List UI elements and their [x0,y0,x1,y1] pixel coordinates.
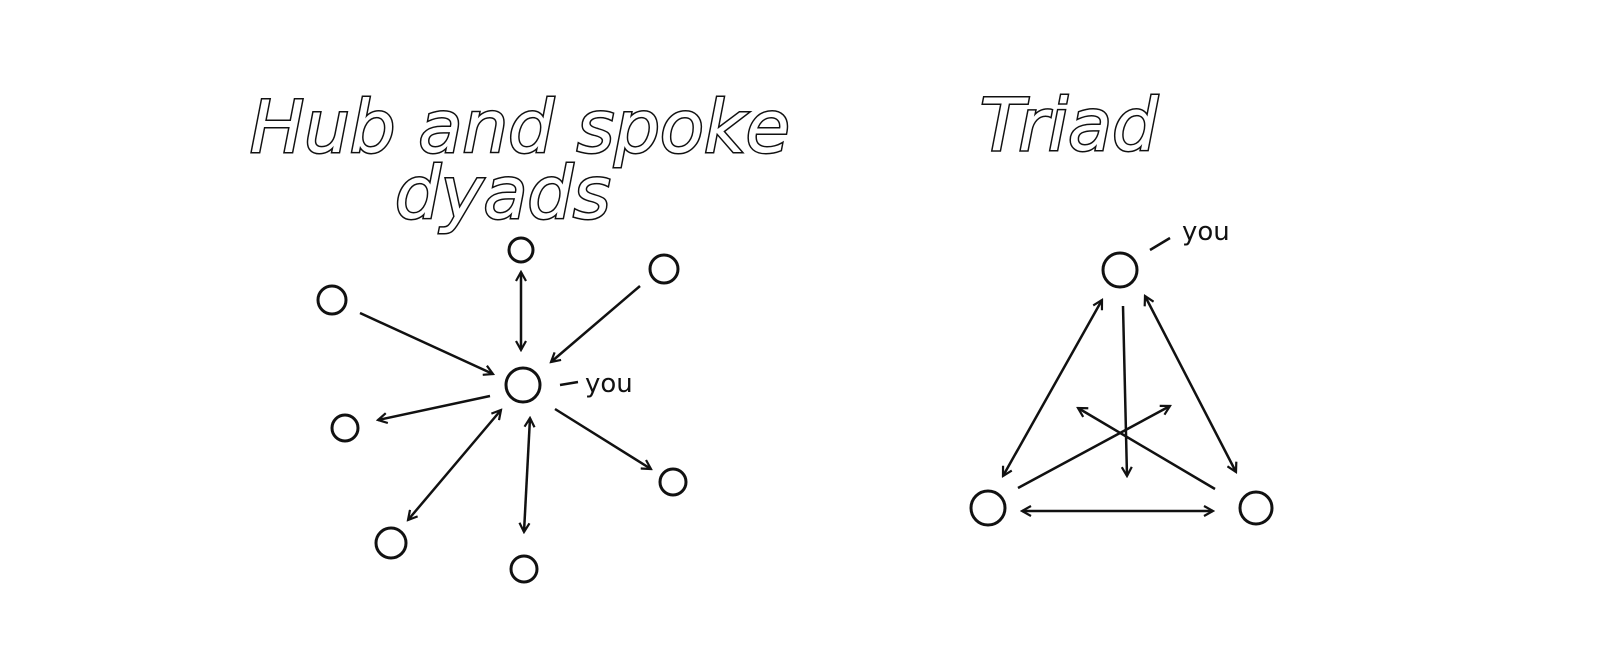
edge-cross-up-right [1017,406,1170,490]
edge-lower-right [554,407,651,469]
node [648,253,680,285]
edge-left [378,394,491,420]
edge-upper-left [359,311,493,374]
you-pointer [1149,236,1171,252]
edge-upper-right [551,285,641,362]
triad-diagram: Triad you [969,82,1274,527]
edge-left-side [1003,300,1102,476]
hub-title-line1: Hub and spoke [250,85,790,169]
edge-vertical [1123,305,1127,476]
hub-and-spoke-diagram: Hub and spoke dyads you [249,84,791,584]
hub-you-label: you [585,369,633,399]
node-you-hub [504,366,542,404]
edge-bottom [524,418,530,532]
node [330,413,360,443]
node [374,526,408,560]
edge-right-side [1145,296,1236,472]
node [316,284,348,316]
triad-you-label: you [1182,217,1230,247]
node [509,554,539,584]
edge-lower-left [408,410,501,520]
edge-cross-up-left [1078,408,1216,491]
node [507,236,535,264]
node [1238,490,1274,526]
node [658,467,688,497]
node-you-triad [1101,251,1139,289]
hub-title-line2: dyads [395,151,611,235]
triad-title: Triad [980,83,1159,167]
you-pointer [559,380,579,387]
node [969,489,1007,527]
